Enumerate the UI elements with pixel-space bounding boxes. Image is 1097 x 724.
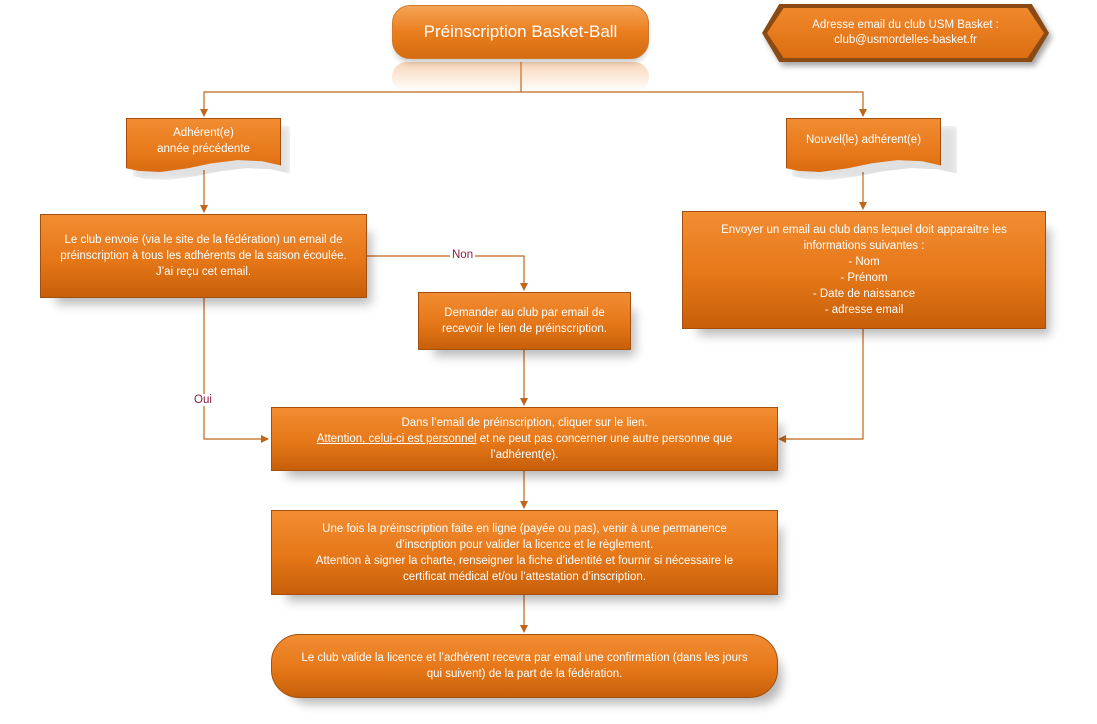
- send-email-new-box: Envoyer un email au club dans lequel doi…: [682, 211, 1046, 329]
- send-email-new-line5: - Date de naissance: [812, 288, 916, 300]
- connector-title-to-previous: [200, 62, 522, 117]
- page-title: Préinscription Basket-Ball: [392, 5, 649, 59]
- personal-warning: Attention, celui-ci est personnel: [316, 433, 477, 445]
- click-link-line3: l’adhérent(e).: [490, 449, 559, 461]
- connector-title-to-new: [521, 91, 867, 117]
- connector-new-to-click: [778, 329, 864, 443]
- validation-box: Le club valide la licence et l’adhérent …: [271, 634, 778, 698]
- club-email-badge-body: Adresse email du club USM Basket : club@…: [767, 8, 1044, 58]
- permanence-box: Une fois la préinscription faite en lign…: [271, 510, 778, 595]
- club-email-label: Adresse email du club USM Basket :: [812, 19, 999, 31]
- validation-line2: qui suivent) de la part de la fédération…: [426, 668, 623, 680]
- permanence-line2: d’inscription pour valider la licence et…: [395, 538, 654, 551]
- validation-line1: Le club valide la licence et l’adhérent …: [301, 652, 748, 664]
- click-link-line2-rest: et ne peut pas concerner une autre perso…: [476, 433, 733, 445]
- permanence-line3: Attention à signer la charte, renseigner…: [315, 554, 734, 567]
- club-sends-email-line3: J’ai reçu cet email.: [155, 266, 252, 278]
- club-sends-email-box: Le club envoie (via le site de la fédéra…: [40, 214, 367, 298]
- send-email-new-line2: informations suivantes :: [803, 240, 925, 252]
- club-email-badge: Adresse email du club USM Basket : club@…: [762, 4, 1049, 62]
- click-link-box: Dans l’email de préinscription, cliquer …: [271, 407, 778, 471]
- connector-no-to-request: [366, 255, 528, 291]
- send-email-new-line1: Envoyer un email au club dans lequel doi…: [721, 224, 1007, 236]
- previous-member-line2: année précédente: [157, 143, 250, 155]
- request-link-box: Demander au club par email de recevoir l…: [418, 292, 631, 350]
- send-email-new-line3: - Nom: [848, 256, 880, 268]
- click-link-line2: Attention, celui-ci est personnel et ne …: [317, 431, 733, 447]
- club-email-address: club@usmordelles-basket.fr: [834, 34, 977, 46]
- permanence-line1: Une fois la préinscription faite en lign…: [322, 522, 727, 535]
- new-member-line1: Nouvel(le) adhérent(e): [805, 134, 922, 146]
- request-link-line1: Demander au club par email de: [444, 307, 605, 319]
- send-email-new-line4: - Prénom: [840, 272, 888, 284]
- edge-label-no: Non: [450, 249, 476, 261]
- click-link-line1: Dans l’email de préinscription, cliquer …: [401, 417, 648, 429]
- send-email-new-line6: - adresse email: [824, 304, 904, 316]
- title-reflection: [392, 62, 649, 92]
- edge-label-yes: Oui: [192, 394, 214, 406]
- permanence-line4: certificat médical et/ou l’attestation d…: [403, 570, 646, 583]
- previous-member-line1: Adhérent(e): [173, 127, 234, 139]
- request-link-line2: recevoir le lien de préinscription.: [442, 323, 607, 335]
- club-sends-email-line2: préinscription à tous les adhérents de l…: [60, 250, 347, 262]
- page-title-text: Préinscription Basket-Ball: [423, 22, 618, 41]
- connector-yes-to-click: [203, 298, 269, 443]
- club-sends-email-line1: Le club envoie (via le site de la fédéra…: [64, 234, 343, 246]
